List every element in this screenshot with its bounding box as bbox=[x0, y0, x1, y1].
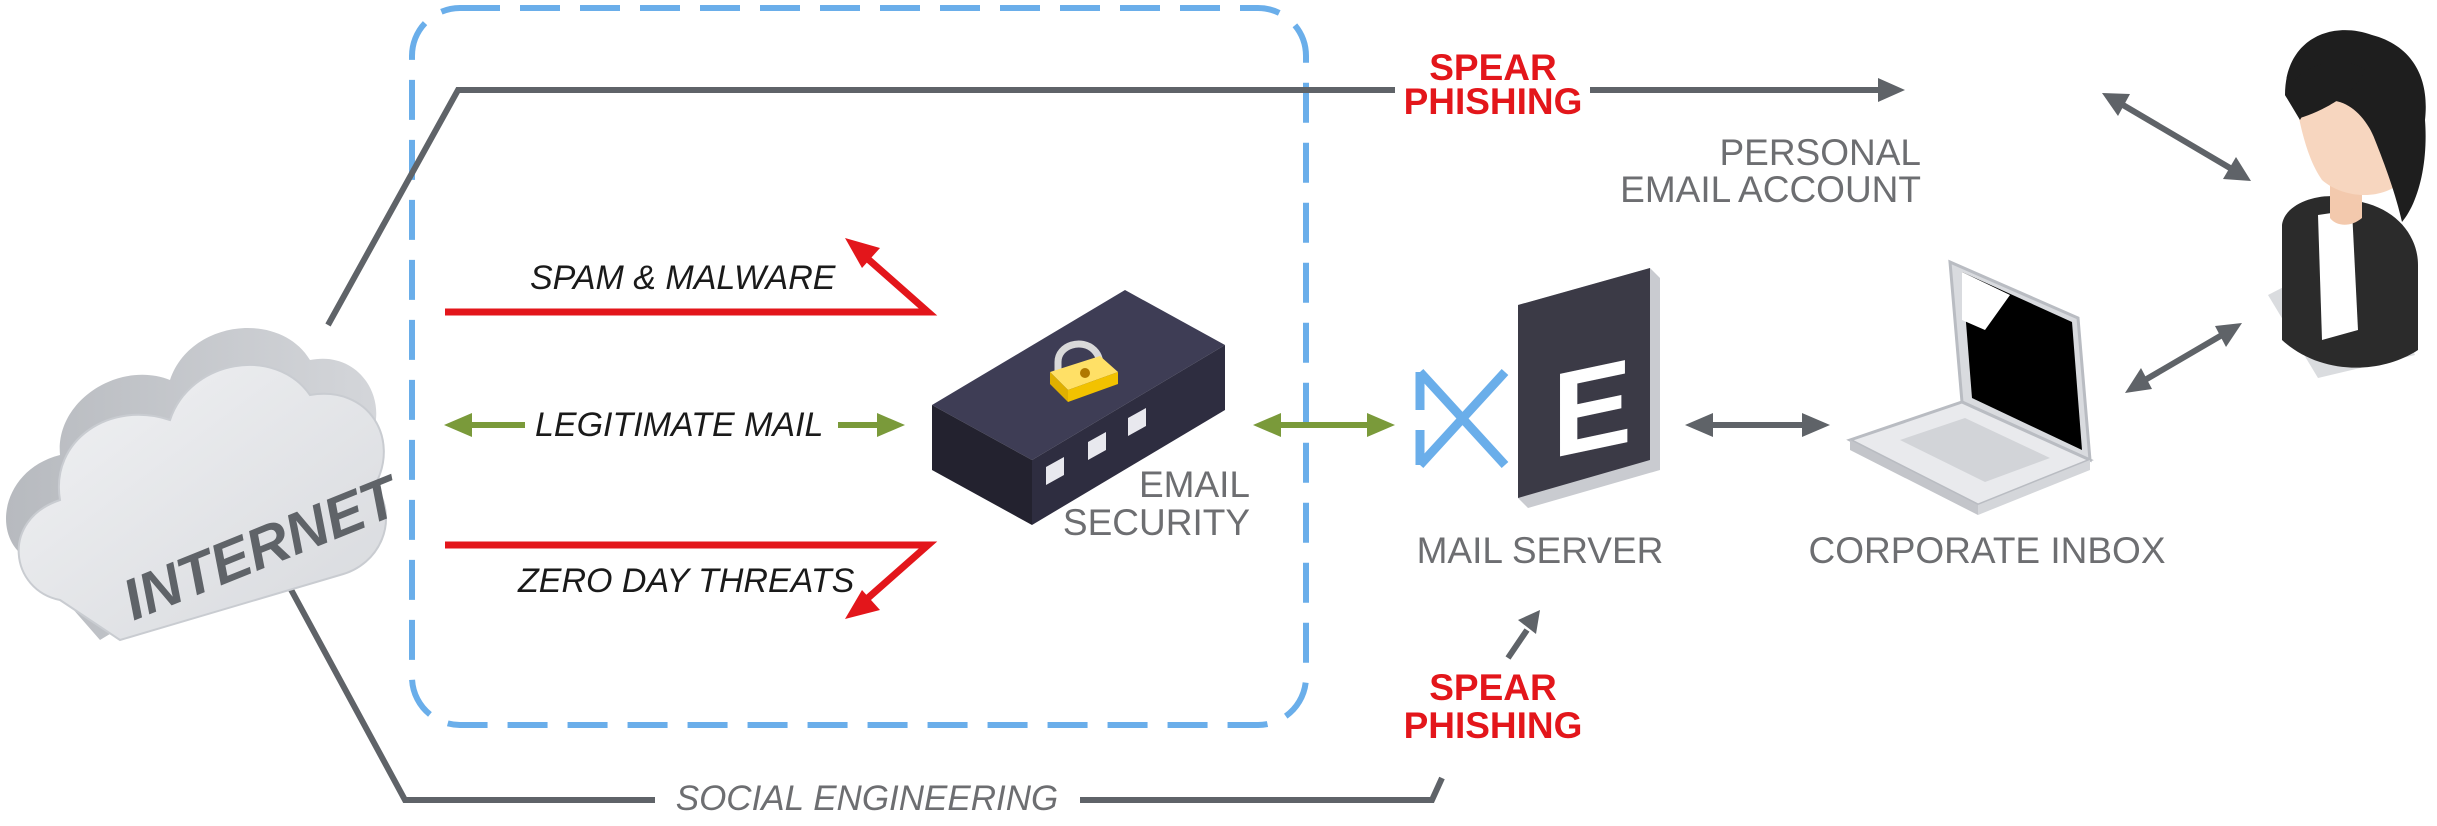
server-inbox-arrowhead-left bbox=[1685, 413, 1713, 437]
zero-day-arrow bbox=[445, 541, 938, 608]
personal-email-account-label-line1: PERSONAL bbox=[1719, 132, 1921, 173]
legitimate-mail-label: LEGITIMATE MAIL bbox=[535, 406, 823, 444]
zero-day-label: ZERO DAY THREATS bbox=[517, 562, 855, 600]
legit-arrowhead-server-right bbox=[1367, 413, 1395, 437]
legit-arrowhead-server-left bbox=[1253, 413, 1281, 437]
legit-arrowhead-right bbox=[877, 413, 905, 437]
server-inbox-arrowhead-right bbox=[1802, 413, 1830, 437]
inbox-person-arrowhead-right bbox=[2215, 323, 2242, 347]
padlock-icon bbox=[1050, 340, 1118, 402]
spam-arrowhead bbox=[845, 238, 880, 268]
spear-phishing-server-link bbox=[1505, 628, 1530, 660]
user-avatar-icon bbox=[2268, 30, 2426, 378]
exchange-logo-icon bbox=[1415, 368, 1509, 469]
spear-phishing-bottom-label-line1: SPEAR bbox=[1429, 667, 1556, 708]
spear-phishing-top-label-line1: SPEAR bbox=[1429, 47, 1556, 88]
spear-phishing-top-label-line2: PHISHING bbox=[1404, 81, 1583, 122]
personal-email-account-label-line2: EMAIL ACCOUNT bbox=[1620, 169, 1921, 210]
spear-phishing-top-path bbox=[325, 87, 1880, 327]
spear-phishing-bottom-label-line2: PHISHING bbox=[1404, 705, 1583, 746]
inbox-person-link bbox=[2143, 332, 2224, 383]
zero-day-arrowhead bbox=[845, 590, 880, 619]
spam-malware-arrow bbox=[445, 249, 938, 316]
personal-person-arrowhead-left bbox=[2102, 93, 2130, 116]
security-boundary bbox=[409, 5, 1309, 728]
spear-phishing-server-arrowhead bbox=[1518, 610, 1540, 634]
mail-server-label: MAIL SERVER bbox=[1417, 530, 1664, 571]
laptop-icon bbox=[1846, 259, 2094, 515]
spam-malware-label: SPAM & MALWARE bbox=[530, 259, 836, 297]
personal-person-arrowhead-right bbox=[2223, 157, 2251, 181]
social-engineering-path bbox=[272, 558, 1445, 803]
email-security-label-line1: EMAIL bbox=[1139, 464, 1250, 505]
personal-person-link bbox=[2121, 102, 2232, 171]
email-security-appliance-icon bbox=[932, 290, 1225, 525]
mail-server-icon: E bbox=[1415, 268, 1660, 508]
exchange-letter: E bbox=[1552, 332, 1632, 484]
inbox-person-arrowhead-left bbox=[2125, 368, 2152, 393]
legit-arrowhead-left bbox=[444, 413, 472, 437]
internet-cloud-icon: INTERNET bbox=[6, 327, 411, 642]
social-engineering-label: SOCIAL ENGINEERING bbox=[676, 779, 1059, 818]
arrowhead-personal bbox=[1878, 78, 1905, 102]
email-security-label-line2: SECURITY bbox=[1063, 502, 1250, 543]
corporate-inbox-label: CORPORATE INBOX bbox=[1808, 530, 2165, 571]
